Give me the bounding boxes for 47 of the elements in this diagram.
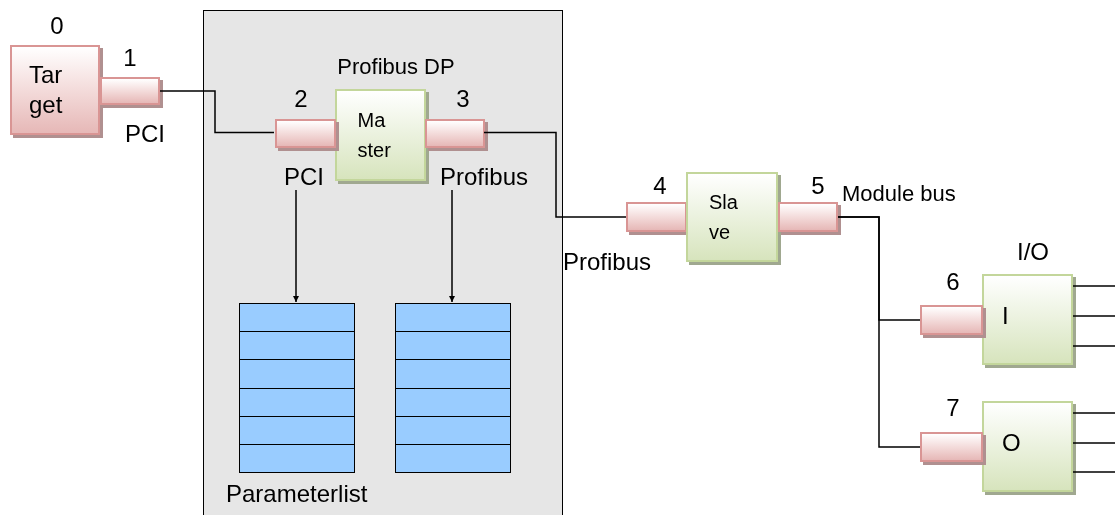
wire — [1072, 345, 1115, 347]
port-connector — [425, 119, 485, 148]
port-connector — [920, 305, 983, 335]
port-label: PCI — [124, 120, 166, 148]
port-connector — [275, 119, 336, 148]
io-module-box — [982, 274, 1073, 365]
callout-number: 5 — [810, 172, 826, 200]
box-label: Ma ster — [357, 108, 392, 163]
module-box — [686, 172, 778, 262]
device-label: Profibus DP — [336, 53, 456, 81]
arrow — [293, 189, 299, 303]
port-connector — [778, 202, 838, 232]
callout-number: 6 — [945, 268, 961, 296]
port-label: Profibus — [429, 163, 539, 191]
callout-number: 3 — [455, 85, 471, 113]
arrow — [449, 189, 455, 303]
box-label: Sla ve — [709, 190, 739, 245]
parameter-table — [239, 303, 355, 473]
box-label: O — [1002, 429, 1021, 456]
target-box — [10, 45, 100, 135]
port-connector — [626, 202, 687, 232]
wire — [1072, 471, 1115, 473]
table-caption: Parameterlist — [226, 480, 369, 508]
wire — [837, 216, 921, 448]
bus-label: Module bus — [842, 180, 957, 208]
port-label: Profibus — [563, 248, 653, 276]
port-connector — [100, 77, 160, 105]
wire — [483, 131, 627, 218]
device-panel — [203, 10, 563, 515]
wire — [159, 90, 275, 134]
callout-number: 4 — [652, 172, 668, 200]
wire — [1072, 412, 1115, 414]
parameter-table — [395, 303, 511, 473]
port-label: PCI — [277, 163, 331, 191]
callout-number: 2 — [293, 85, 309, 113]
wire — [1072, 442, 1115, 444]
port-connector — [920, 432, 983, 462]
wire — [1072, 285, 1115, 287]
callout-number: 7 — [945, 394, 961, 422]
box-label: Tar get — [29, 60, 64, 120]
module-box — [335, 89, 426, 181]
wire — [1072, 315, 1115, 317]
box-label: I — [1002, 302, 1009, 329]
module-label: I/O — [1016, 238, 1050, 266]
callout-number: 1 — [122, 44, 138, 72]
callout-number: 0 — [49, 12, 65, 40]
io-module-box — [982, 401, 1073, 492]
